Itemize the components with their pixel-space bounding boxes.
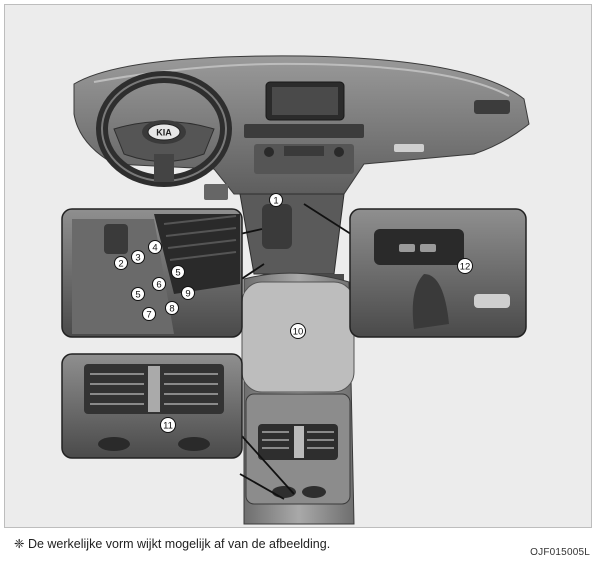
svg-text:12: 12 (460, 262, 471, 273)
callout-6: 6 (152, 277, 166, 291)
svg-text:8: 8 (169, 304, 174, 315)
svg-text:5: 5 (175, 268, 180, 279)
svg-text:10: 10 (293, 327, 304, 338)
interior-illustration: KIA (61, 55, 530, 525)
svg-text:3: 3 (135, 253, 140, 264)
callout-9: 9 (181, 286, 195, 300)
callout-8: 8 (165, 301, 179, 315)
figure-code: OJF015005L (530, 547, 590, 558)
svg-text:1: 1 (273, 196, 278, 207)
center-console (239, 193, 355, 525)
svg-text:5: 5 (135, 290, 140, 301)
svg-text:4: 4 (152, 243, 157, 254)
svg-text:9: 9 (185, 289, 190, 300)
callout-5b: 5 (131, 287, 145, 301)
callout-11: 11 (160, 417, 176, 433)
svg-text:7: 7 (146, 310, 151, 321)
callout-3: 3 (131, 250, 145, 264)
svg-text:11: 11 (163, 421, 173, 432)
callout-4: 4 (148, 240, 162, 254)
callout-7: 7 (142, 307, 156, 321)
callout-1: 1 (269, 193, 283, 207)
svg-text:KIA: KIA (156, 128, 172, 138)
callout-12: 12 (457, 258, 473, 274)
footnote: ❈ De werkelijke vorm wijkt mogelijk af v… (14, 537, 331, 551)
steering-wheel-badge: KIA (147, 123, 181, 141)
callout-10: 10 (290, 323, 306, 339)
dashboard (73, 55, 530, 195)
inset-rear-vents (61, 353, 243, 459)
svg-text:2: 2 (118, 259, 123, 270)
pedal (204, 184, 228, 200)
callout-5a: 5 (171, 265, 185, 279)
svg-text:6: 6 (156, 280, 161, 291)
callout-2: 2 (114, 256, 128, 270)
inset-usb-tray (349, 208, 527, 338)
gear-lever (262, 204, 292, 249)
